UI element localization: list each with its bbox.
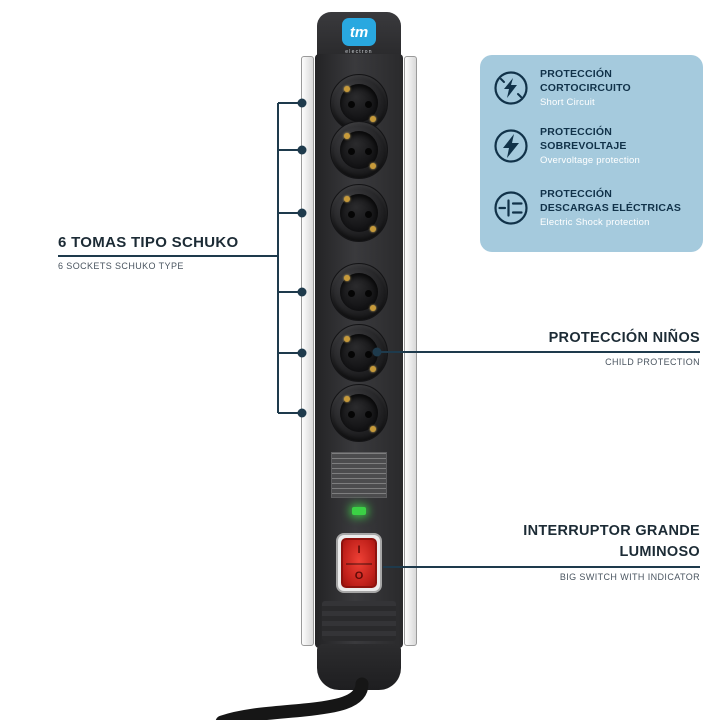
strip-left-rail (301, 56, 314, 646)
brand-logo-subtext: electron (345, 49, 373, 55)
power-switch: I O (336, 533, 382, 593)
callout-child-protection: PROTECCIÓN NIÑOS CHILD PROTECTION (400, 330, 700, 367)
callout-sockets-title: 6 TOMAS TIPO SCHUKO (58, 234, 239, 251)
switch-off-mark: O (354, 570, 364, 582)
panel-item-title: PROTECCIÓN DESCARGAS ELÉCTRICAS (540, 188, 682, 214)
switch-rocker: I O (341, 538, 377, 588)
callout-switch-title: INTERRUPTOR GRANDE LUMINOSO (523, 523, 700, 561)
callout-sockets-subtitle: 6 SOCKETS SCHUKO TYPE (58, 261, 184, 271)
protection-info-panel: PROTECCIÓN CORTOCIRCUITO Short Circuit P… (480, 55, 703, 252)
schuko-socket-6 (330, 384, 388, 442)
short-circuit-icon (492, 69, 530, 107)
panel-item-electric-shock: PROTECCIÓN DESCARGAS ELÉCTRICAS Electric… (492, 188, 695, 228)
switch-seam (346, 563, 372, 565)
schuko-socket-3 (330, 184, 388, 242)
brand-logo-text: tm (349, 23, 369, 41)
callout-switch-subtitle: BIG SWITCH WITH INDICATOR (559, 572, 700, 582)
panel-item-subtitle: Short Circuit (540, 97, 595, 109)
strip-top-cap: tm electron (317, 12, 401, 62)
panel-item-overvoltage: PROTECCIÓN SOBREVOLTAJE Overvoltage prot… (492, 126, 695, 166)
callout-child-subtitle: CHILD PROTECTION (605, 357, 700, 367)
panel-item-subtitle: Overvoltage protection (540, 155, 640, 167)
schuko-socket-2 (330, 121, 388, 179)
panel-item-title: PROTECCIÓN CORTOCIRCUITO (540, 68, 631, 94)
callout-child-title: PROTECCIÓN NIÑOS (548, 330, 700, 346)
switch-on-mark: I (357, 544, 361, 556)
panel-item-short-circuit: PROTECCIÓN CORTOCIRCUITO Short Circuit (492, 68, 695, 108)
strip-grip-texture (322, 601, 396, 641)
panel-item-title: PROTECCIÓN SOBREVOLTAJE (540, 126, 627, 152)
led-indicator (352, 507, 366, 515)
callout-switch: INTERRUPTOR GRANDE LUMINOSO BIG SWITCH W… (400, 521, 700, 582)
overvoltage-icon (492, 127, 530, 165)
brand-logo: tm (342, 18, 376, 46)
panel-item-subtitle: Electric Shock protection (540, 217, 650, 229)
strip-bottom-cap (317, 644, 401, 690)
rating-label (331, 452, 387, 498)
callout-sockets: 6 TOMAS TIPO SCHUKO 6 SOCKETS SCHUKO TYP… (58, 234, 288, 271)
electric-shock-icon (492, 189, 530, 227)
schuko-socket-5 (330, 324, 388, 382)
schuko-socket-4 (330, 263, 388, 321)
